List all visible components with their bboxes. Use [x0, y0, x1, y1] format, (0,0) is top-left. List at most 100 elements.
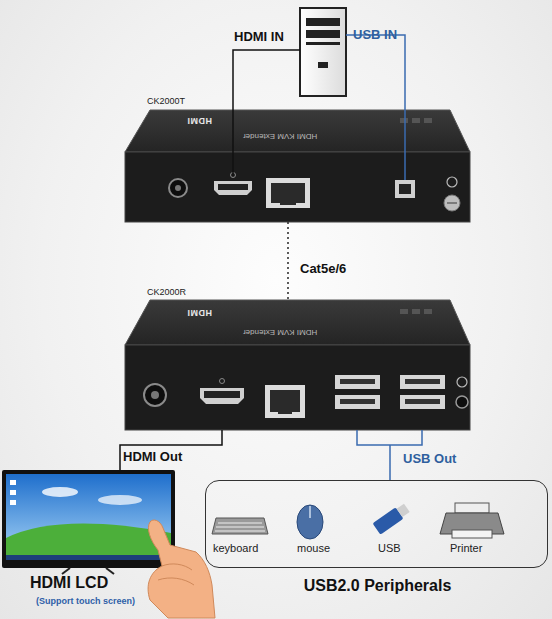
- brand-logo: HDMI: [187, 116, 212, 125]
- display-unit: HDMI LCD(Support touch screen): [2, 470, 175, 568]
- receiver-device: [125, 300, 470, 430]
- transmitter-device-part: [280, 200, 296, 205]
- pc-tower: [300, 8, 346, 96]
- receiver-device-part: [200, 388, 244, 404]
- receiver-device-part: [270, 390, 300, 412]
- lcd-monitor-part: [10, 480, 16, 485]
- port-label: USB IN: [353, 28, 397, 41]
- peripheral-icons-part: [309, 506, 311, 518]
- receiver-device-part: [405, 379, 440, 384]
- peripheral-icons-part: [455, 503, 489, 513]
- lcd-monitor-part: [106, 568, 114, 574]
- receiver-device-part: [424, 309, 432, 314]
- cable-label: HDMI Out: [123, 450, 182, 463]
- cable-label: Cat5e/6: [300, 262, 346, 275]
- transmitter-device-part: [214, 181, 252, 195]
- cable-line: [120, 430, 222, 470]
- transmitter-device-part: [424, 118, 432, 123]
- device-title: HDMI LCD: [30, 575, 108, 591]
- transmitter-device-part: [447, 202, 457, 204]
- brand-logo: HDMI: [187, 308, 212, 317]
- transmitter-device-part: [412, 118, 420, 123]
- transmitter-device-part: [218, 184, 248, 190]
- cable-label: USB Out: [403, 452, 456, 465]
- lcd-monitor-part: [98, 495, 142, 505]
- receiver-device-part: [457, 377, 467, 387]
- lcd-monitor-part: [6, 555, 171, 560]
- peripheral-icons-part: [452, 530, 492, 538]
- peripheral-icons-part-part: [397, 504, 410, 517]
- receiver-device-part: [400, 309, 408, 314]
- receiver-device-part: [125, 345, 470, 430]
- touch-hand-part: [158, 578, 194, 585]
- model-name: CK2000T: [147, 97, 185, 106]
- pc-tower-part: [300, 8, 346, 96]
- device-label: mouse: [297, 543, 330, 554]
- receiver-device-part: [400, 375, 445, 389]
- receiver-device-part: [335, 395, 380, 409]
- lcd-monitor-part: [62, 568, 70, 574]
- lcd-monitor-part: [6, 524, 171, 560]
- peripheral-icons-part: [373, 502, 411, 535]
- transmitter-unit: CK2000THDMIHDMI KVM Extender: [125, 110, 470, 222]
- transmitter-device-part: [395, 180, 415, 198]
- device-label: Printer: [450, 543, 482, 554]
- receiver-device-part: [220, 379, 225, 384]
- lcd-monitor: [2, 470, 175, 574]
- receiver-unit: CK2000RHDMIHDMI KVM Extender: [125, 300, 470, 430]
- device-note: (Support touch screen): [36, 597, 135, 606]
- transmitter-device-part: [125, 110, 470, 152]
- receiver-device-part: [144, 384, 166, 406]
- transmitter-device-part: [447, 177, 457, 187]
- input-cables-part: [346, 35, 405, 180]
- transmitter-device-part: [399, 184, 411, 194]
- receiver-device-part: [456, 396, 468, 408]
- receiver-device-part: [151, 391, 159, 399]
- transmitter-device-part: [444, 195, 460, 211]
- device-engraving: HDMI KVM Extender: [243, 328, 317, 336]
- lcd-monitor-part: [10, 490, 16, 495]
- input-cables-part: [233, 50, 300, 176]
- group-title: USB2.0 Peripherals: [206, 578, 549, 594]
- pc-tower-part: [306, 42, 340, 45]
- lcd-monitor-part: [10, 500, 16, 505]
- peripheral-icons-part: [216, 527, 264, 528]
- receiver-device-part: [405, 399, 440, 404]
- device-engraving: HDMI KVM Extender: [243, 132, 317, 140]
- receiver-device-part: [278, 409, 292, 414]
- receiver-device-part: [204, 391, 240, 398]
- device-label: keyboard: [213, 543, 258, 554]
- transmitter-device-part: [125, 152, 470, 222]
- receiver-device-part: [340, 379, 375, 384]
- pc-tower-part: [306, 30, 340, 38]
- receiver-device-part: [340, 399, 375, 404]
- pc-tower-part: [306, 18, 340, 26]
- transmitter-device-part: [175, 185, 181, 191]
- lcd-monitor-part: [2, 470, 175, 568]
- peripheral-icons-part: [297, 505, 323, 539]
- port-label: HDMI IN: [234, 30, 284, 43]
- peripheral-icons: [212, 502, 504, 539]
- lcd-monitor-part: [42, 487, 78, 497]
- transmitter-device-part: [400, 118, 408, 123]
- receiver-device-part: [335, 375, 380, 389]
- model-name: CK2000R: [147, 288, 186, 297]
- touch-hand-part: [162, 564, 192, 570]
- peripheral-icons-part: [215, 531, 265, 532]
- input-cables: [233, 35, 405, 180]
- receiver-device-part: [265, 385, 305, 418]
- receiver-device-part: [400, 395, 445, 409]
- transmitter-device-part: [169, 179, 187, 197]
- lcd-monitor-part: [6, 474, 171, 560]
- cable-line: [287, 222, 289, 300]
- receiver-device-part: [125, 300, 470, 345]
- peripheral-icons-part: [212, 518, 268, 534]
- device-label: USB: [378, 543, 401, 554]
- pc-tower-part: [318, 62, 328, 68]
- peripheral-group: USB2.0 Peripherals: [205, 480, 548, 568]
- peripheral-icons-part: [218, 523, 262, 524]
- receiver-device-part: [412, 309, 420, 314]
- transmitter-device: [125, 110, 470, 222]
